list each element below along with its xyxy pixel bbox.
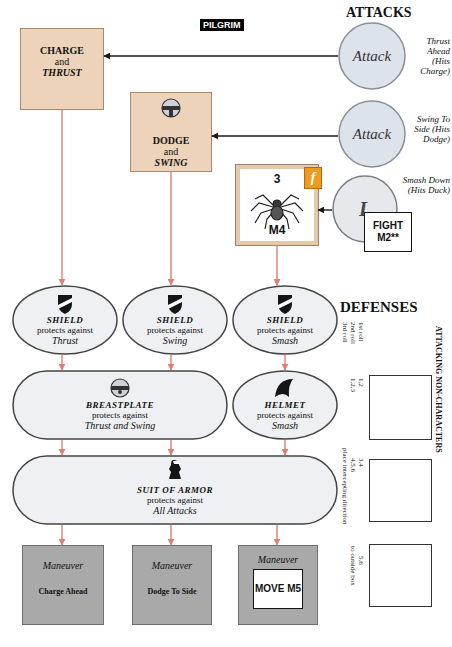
node-title: CHARGE [40,45,84,56]
flow-arrow [170,355,171,370]
maneuver-square: ManeuverMOVE M5 [238,545,318,625]
node-title: SUIT OF ARMOR [137,485,213,495]
node-title: f [311,170,316,186]
placement-box [370,545,432,607]
action-chip: MOVE M5 [253,569,303,609]
attack-circle: AttackThrust Ahead (Hits Charge) [338,22,406,90]
placement-box [370,376,432,440]
defense-band-shape [13,371,227,439]
node-title: SHIELD [47,315,84,325]
flow-arrow [170,172,171,285]
roll-note: 3rd roll [341,322,349,343]
node-text: Smash [272,335,298,346]
maneuver-box: DODGEandSWING [130,92,212,172]
flow-arrow [276,525,277,545]
flow-arrow [61,110,62,285]
node-title: Attack [353,48,391,65]
maneuver-box: CHARGEandTHRUST [20,28,104,110]
flow-arrow [212,135,338,136]
node-title: DODGE [153,135,190,146]
flow-arrow [284,440,285,455]
defense-circle-shape [123,286,227,354]
defense-band-shape [13,456,337,524]
flow-arrow [276,245,277,285]
attack-circle-shape [339,23,405,89]
node-text: protects against [257,410,313,420]
node-text: Dodge To Side [148,587,197,596]
action-chip: FIGHT M2** [364,212,412,252]
node-text: Charge Ahead [38,587,87,596]
flow-arrow [104,55,338,56]
node-text: Thrust and Swing [85,420,156,431]
defense-band: SUIT OF ARMORprotects againstAll Attacks [12,455,338,525]
node-title: MOVE M5 [255,583,301,595]
node-text: Thrust [52,335,78,346]
attack-circle: AttackSwing To Side (Hits Dodge) [338,100,406,168]
maneuver-square: ManeuverDodge To Side [132,545,212,625]
section-heading: DEFENSES [340,299,418,316]
defense-circle: HELMETprotects againstSmash [232,370,338,440]
section-heading: ATTACKS [346,5,412,21]
roll-values: 4,5,6 [349,458,357,472]
flow-arrow [284,355,285,370]
node-title: Attack [353,126,391,143]
defense-band: BREASTPLATEprotects againstThrust and Sw… [12,370,228,440]
node-title: SHIELD [267,315,304,325]
node-title: BREASTPLATE [86,400,154,410]
defense-circle-shape [233,286,337,354]
node-title: Maneuver [43,560,84,571]
placement-note: to outside box [349,546,357,586]
character-tag: PILGRIM [200,19,244,31]
monster-counter: 3M4 f [236,165,318,245]
node-text: protects against [147,325,203,335]
placement-note: place intercepting direction [341,448,349,525]
node-title: Maneuver [258,554,299,565]
defense-circle: SHIELDprotects againstThrust [12,285,118,355]
node-text: protects against [92,410,148,420]
node-title: HELMET [264,400,305,410]
node-title: SHIELD [157,315,194,325]
vertical-heading: ATTACKING NON-CHARACTERS [434,326,443,453]
maneuver-square: ManeuverCharge Ahead [22,545,104,625]
node-text: Smash [272,420,298,431]
status-chip: f [304,167,322,189]
roll-values: 1,2 [357,378,365,387]
defense-circle: SHIELDprotects againstSwing [122,285,228,355]
roll-values: 3,4 [357,458,365,467]
node-text: and [55,56,69,67]
roll-note: 2nd roll [349,322,357,344]
flow-arrow [318,209,332,210]
node-text: SWING [155,157,188,168]
flow-arrow [170,440,171,455]
node-text: Swing [163,335,187,346]
node-text: Thrust Ahead (Hits Charge) [408,36,450,76]
flow-arrow [61,440,62,455]
node-title: 3 [274,172,281,186]
flow-arrow [170,525,171,545]
node-title: FIGHT M2** [365,220,411,244]
node-text: All Attacks [153,505,196,516]
defense-circle: SHIELDprotects againstSmash [232,285,338,355]
node-text: M4 [240,223,314,237]
defense-circle-shape [13,286,117,354]
roll-note: 1st roll [357,322,365,342]
attack-circle-shape [339,101,405,167]
node-text: protects against [257,325,313,335]
node-text: protects against [37,325,93,335]
roll-values: 1,2,3 [349,378,357,392]
node-text: Swing To Side (Hits Dodge) [408,114,450,144]
defense-circle-shape [233,371,337,439]
roll-values: 5,6 [357,556,365,565]
flow-arrow [61,525,62,545]
node-text: and [164,146,178,157]
placement-box [370,460,432,522]
node-text: protects against [147,495,203,505]
node-text: Smash Down (Hits Duck) [402,175,450,195]
flow-arrow [61,355,62,370]
node-text: THRUST [42,67,81,78]
node-title: Maneuver [152,560,193,571]
